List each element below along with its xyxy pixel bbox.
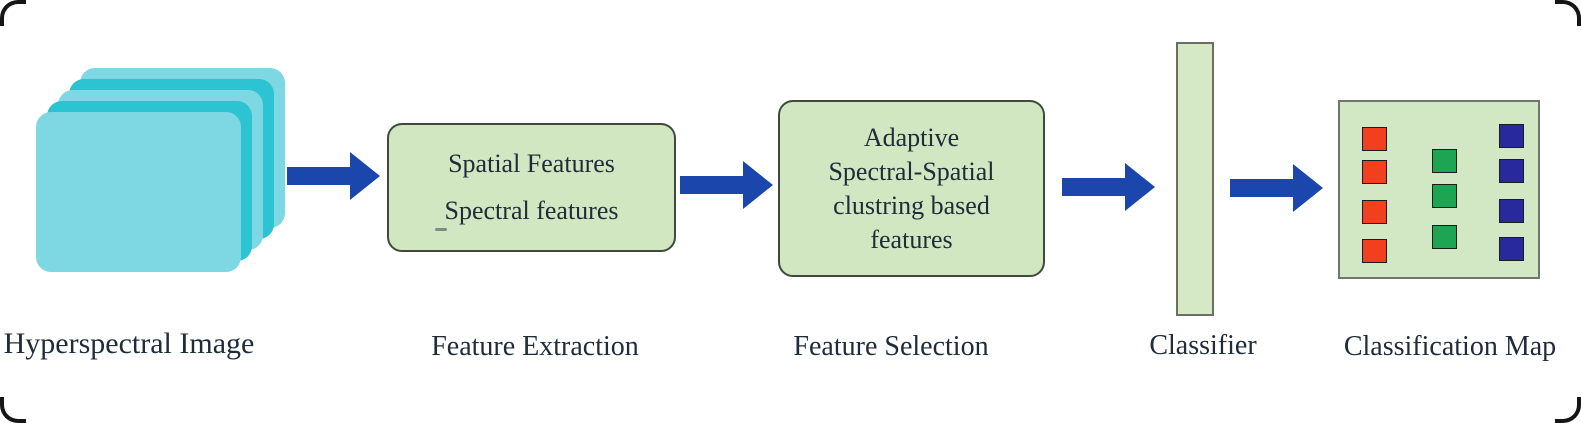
rounded-corner-artifact: [1555, 0, 1581, 26]
rounded-corner-artifact: [1555, 397, 1581, 423]
feature-extraction-line: Spectral features: [444, 196, 619, 225]
feature-selection-line: Adaptive: [863, 122, 960, 152]
map-cell-green: [1432, 149, 1457, 173]
rounded-corner-artifact: [0, 397, 26, 423]
stray-dash-mark: [435, 228, 447, 231]
map-cell-green: [1432, 184, 1457, 208]
map-cell-red: [1362, 200, 1387, 224]
feature-selection-line: features: [870, 224, 953, 254]
map-cell-blue: [1499, 237, 1524, 261]
feature-selection-line: Spectral-Spatial: [828, 156, 995, 186]
arrow-right-icon: [1230, 164, 1323, 212]
feature-extraction-line: Spatial Features: [448, 149, 615, 178]
feature-selection-box: Adaptive Spectral-Spatial clustring base…: [778, 100, 1045, 277]
image-band-layer: [36, 112, 241, 272]
stage-label-hyperspectral-image: Hyperspectral Image: [3, 327, 255, 360]
rounded-corner-artifact: [0, 0, 26, 26]
stage-label-classification-map: Classification Map: [1343, 331, 1557, 362]
map-cell-blue: [1499, 199, 1524, 223]
map-cell-red: [1362, 127, 1387, 151]
map-cell-green: [1432, 225, 1457, 249]
stage-label-classifier: Classifier: [1149, 330, 1257, 361]
feature-extraction-box: Spatial Features Spectral features: [387, 123, 676, 252]
stage-label-feature-selection: Feature Selection: [793, 331, 989, 362]
map-cell-red: [1362, 239, 1387, 263]
map-cell-blue: [1499, 159, 1524, 183]
arrow-right-icon: [1062, 163, 1155, 211]
arrow-right-icon: [680, 161, 773, 209]
arrow-right-icon: [287, 152, 380, 200]
feature-selection-line: clustring based: [833, 190, 990, 220]
map-cell-blue: [1499, 124, 1524, 148]
classification-map-box: [1338, 100, 1540, 279]
classifier-bar: [1176, 42, 1214, 316]
stage-label-feature-extraction: Feature Extraction: [431, 331, 639, 362]
map-cell-red: [1362, 160, 1387, 184]
